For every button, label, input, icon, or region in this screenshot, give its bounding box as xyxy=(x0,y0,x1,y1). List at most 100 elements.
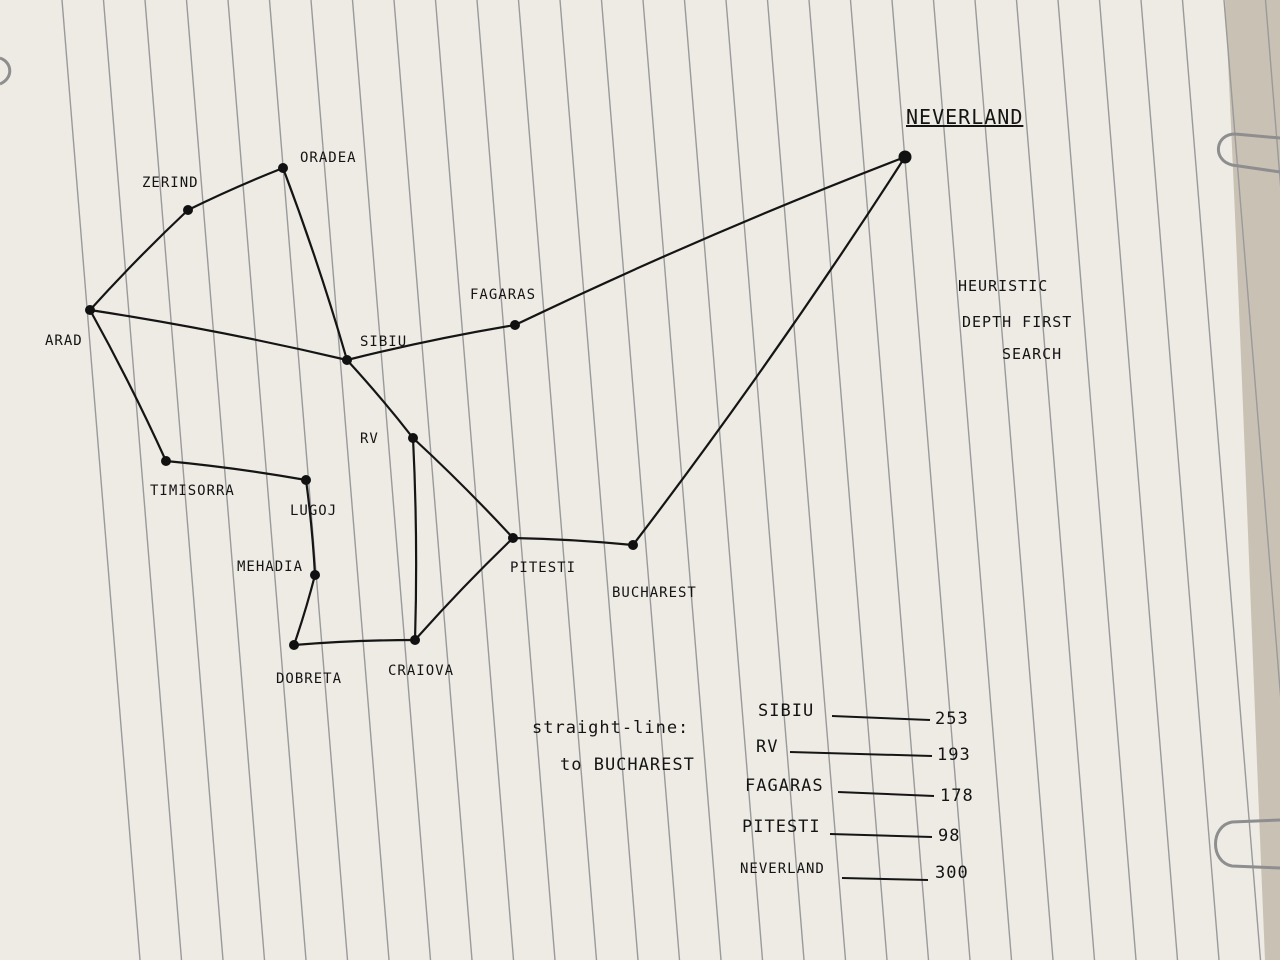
ruled-line xyxy=(227,0,307,960)
node-label-timisoara: TIMISORRA xyxy=(150,483,235,499)
ruled-line xyxy=(808,0,888,960)
binder-clip-left xyxy=(0,56,12,86)
ruled-line xyxy=(1223,0,1280,698)
ruled-line xyxy=(725,0,805,960)
node-label-fagaras: FAGARAS xyxy=(470,287,536,303)
ruled-line xyxy=(600,0,681,960)
table-value-sibiu: 253 xyxy=(935,709,969,729)
node-timisoara xyxy=(161,456,171,466)
edge-dobreta-craiova xyxy=(292,638,417,647)
node-label-pitesti: PITESTI xyxy=(510,560,576,576)
table-city-fagaras: FAGARAS xyxy=(745,776,824,796)
ruled-line xyxy=(517,0,598,960)
heuristic-table: SIBIU 253 RV 193 FAGARAS 178 PITESTI 98 … xyxy=(740,701,974,883)
table-row: PITESTI 98 xyxy=(742,817,960,846)
ruled-line xyxy=(683,0,764,960)
ruled-line xyxy=(1057,0,1137,960)
ruled-line xyxy=(974,0,1054,960)
table-value-fagaras: 178 xyxy=(940,786,974,806)
table-row: NEVERLAND 300 xyxy=(740,861,969,883)
ruled-line xyxy=(1015,0,1096,960)
edge-rv-pitesti xyxy=(411,436,515,540)
ruled-line xyxy=(351,0,432,960)
node-label-sibiu: SIBIU xyxy=(360,334,407,350)
edge-craiova-pitesti xyxy=(413,536,515,642)
edge-lugoj-mehadia xyxy=(304,478,317,577)
node-arad xyxy=(85,305,95,315)
node-label-mehadia: MEHADIA xyxy=(237,559,303,575)
table-leader-line xyxy=(829,833,933,838)
graph-nodes xyxy=(85,150,912,650)
table-leader-line xyxy=(841,877,929,881)
table-row: SIBIU 253 xyxy=(758,701,969,729)
heuristic-note-line1: HEURISTIC xyxy=(958,277,1048,295)
edge-arad-timisoara xyxy=(88,308,168,463)
node-pitesti xyxy=(508,533,518,543)
node-oradea xyxy=(278,163,288,173)
node-sibiu xyxy=(342,355,352,365)
table-city-pitesti: PITESTI xyxy=(742,817,821,837)
node-label-dobreta: DOBRETA xyxy=(276,671,342,687)
edge-rv-craiova xyxy=(411,436,418,642)
node-zerind xyxy=(183,205,193,215)
ruled-lines xyxy=(61,0,1280,960)
node-label-rv: RV xyxy=(360,431,379,447)
edge-zerind-oradea xyxy=(186,166,285,212)
ruled-line xyxy=(766,0,847,960)
table-value-rv: 193 xyxy=(937,745,971,765)
ruled-line xyxy=(61,0,141,960)
edge-sibiu-rv xyxy=(345,358,415,440)
edge-pitesti-bucharest xyxy=(511,536,635,547)
node-label-zerind: ZERIND xyxy=(142,175,199,191)
node-bucharest xyxy=(628,540,638,550)
edge-arad-zerind xyxy=(88,208,190,312)
ruled-line xyxy=(1140,0,1220,960)
ruled-line xyxy=(393,0,473,960)
ruled-line xyxy=(434,0,515,960)
heuristic-note-line2: DEPTH FIRST xyxy=(962,313,1072,331)
table-city-sibiu: SIBIU xyxy=(758,701,814,721)
ruled-line xyxy=(310,0,390,960)
table-leader-line xyxy=(837,791,935,797)
node-mehadia xyxy=(310,570,320,580)
table-city-rv: RV xyxy=(756,737,778,757)
node-label-bucharest: BUCHAREST xyxy=(612,585,697,601)
node-craiova xyxy=(410,635,420,645)
node-label-arad: ARAD xyxy=(45,333,83,349)
edge-arad-sibiu xyxy=(88,308,349,362)
table-leader-line xyxy=(789,751,933,757)
table-value-neverland: 300 xyxy=(935,863,969,883)
neverland-title: NEVERLAND xyxy=(906,105,1023,129)
node-label-oradea: ORADEA xyxy=(300,150,357,166)
table-leader-line xyxy=(831,715,931,721)
ruled-line xyxy=(1264,0,1280,188)
ruled-line xyxy=(476,0,556,960)
ruled-line xyxy=(559,0,639,960)
heuristic-note-line3: SEARCH xyxy=(1002,345,1062,363)
ruled-line xyxy=(185,0,266,960)
edge-neverland-bucharest xyxy=(631,155,907,547)
ruled-line xyxy=(102,0,183,960)
table-row: RV 193 xyxy=(756,737,971,765)
node-rv xyxy=(408,433,418,443)
table-row: FAGARAS 178 xyxy=(745,776,974,806)
node-neverland xyxy=(898,150,912,164)
binder-clip-bottom xyxy=(1214,818,1280,870)
edge-mehadia-dobreta xyxy=(292,573,317,647)
binder-clip-top xyxy=(1216,132,1280,174)
table-value-pitesti: 98 xyxy=(938,826,960,846)
edge-fagaras-neverland xyxy=(513,155,907,327)
node-lugoj xyxy=(301,475,311,485)
edge-timisoara-lugoj xyxy=(164,459,308,482)
table-city-neverland: NEVERLAND xyxy=(740,861,825,877)
node-dobreta xyxy=(289,640,299,650)
edge-sibiu-fagaras xyxy=(345,323,517,362)
node-label-lugoj: LUGOJ xyxy=(290,503,337,519)
ruled-line xyxy=(932,0,1013,960)
straight-line-caption-line2: to BUCHAREST xyxy=(560,755,695,775)
ruled-line xyxy=(144,0,224,960)
graph-edges xyxy=(88,155,907,647)
edge-oradea-sibiu xyxy=(281,166,349,362)
